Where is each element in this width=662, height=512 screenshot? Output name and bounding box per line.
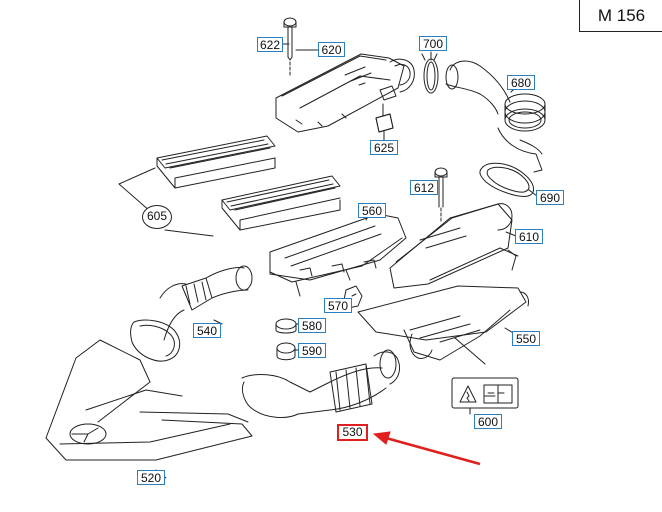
part-label-622[interactable]: 622 xyxy=(257,37,283,52)
seal-690-drawing xyxy=(479,162,534,197)
part-label-610[interactable]: 610 xyxy=(515,229,543,244)
cover-520-drawing xyxy=(45,339,253,461)
cover-620-drawing xyxy=(275,53,415,133)
duct-530-drawing xyxy=(241,349,401,418)
part-label-560[interactable]: 560 xyxy=(358,203,386,218)
duct-540-drawing xyxy=(130,265,253,362)
bolt-612-drawing xyxy=(434,167,448,223)
part-label-605[interactable]: 605 xyxy=(142,205,172,229)
part-label-570[interactable]: 570 xyxy=(324,298,352,313)
housing-560-drawing xyxy=(269,213,407,297)
part-label-612[interactable]: 612 xyxy=(410,180,438,195)
warning-sticker-600-drawing xyxy=(451,377,519,409)
part-label-520[interactable]: 520 xyxy=(137,470,165,485)
hose-680-drawing xyxy=(445,60,546,173)
clamp-700-drawing xyxy=(421,53,439,94)
bolt-622-drawing xyxy=(279,17,297,77)
part-label-690[interactable]: 690 xyxy=(536,190,564,205)
base-550-drawing xyxy=(357,285,529,365)
highlight-arrow xyxy=(372,431,481,466)
part-label-625[interactable]: 625 xyxy=(370,140,398,155)
part-label-540[interactable]: 540 xyxy=(193,323,221,338)
filter-605-upper-drawing xyxy=(156,135,276,189)
part-590-drawing xyxy=(276,342,296,361)
part-label-580[interactable]: 580 xyxy=(298,318,326,333)
part-label-600[interactable]: 600 xyxy=(474,414,502,429)
part-label-620[interactable]: 620 xyxy=(318,42,345,57)
filter-605-lower-drawing xyxy=(221,175,341,231)
part-label-680[interactable]: 680 xyxy=(507,75,535,90)
part-label-700[interactable]: 700 xyxy=(419,36,447,51)
part-label-590[interactable]: 590 xyxy=(298,343,326,358)
housing-610-drawing xyxy=(389,203,519,289)
part-label-530[interactable]: 530 xyxy=(337,424,368,441)
model-code: M 156 xyxy=(579,0,662,32)
bracket-625-drawing xyxy=(375,113,394,133)
part-label-550[interactable]: 550 xyxy=(512,331,540,346)
part-580-drawing xyxy=(275,318,297,334)
